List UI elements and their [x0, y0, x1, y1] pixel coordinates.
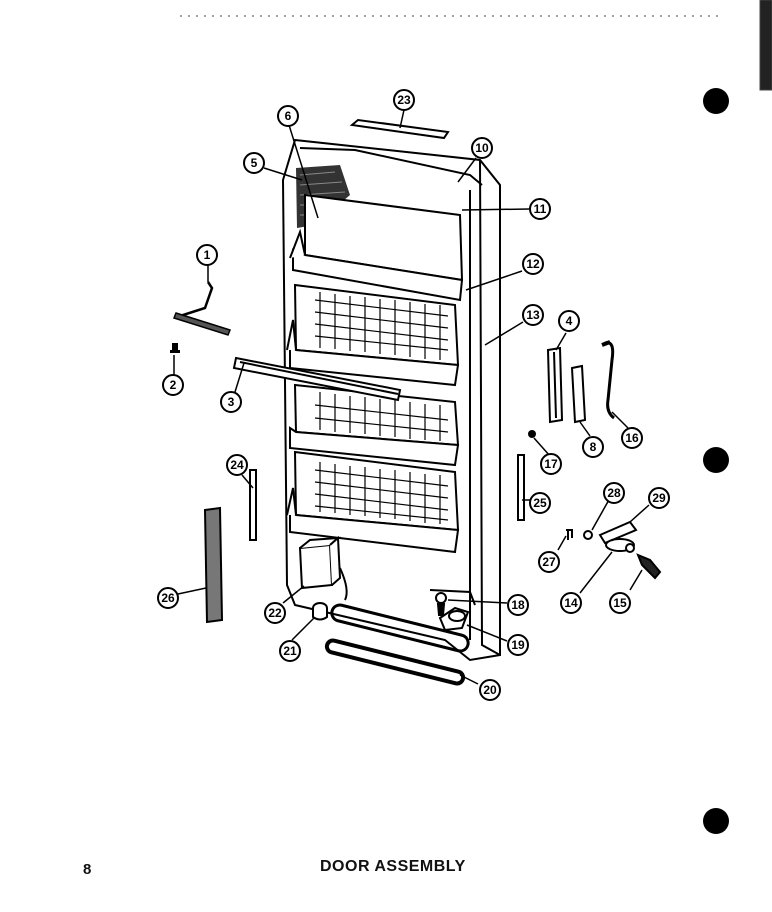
shelf-rod	[173, 281, 231, 336]
svg-text:22: 22	[268, 606, 282, 620]
svg-text:21: 21	[283, 644, 297, 658]
svg-text:29: 29	[652, 491, 666, 505]
svg-text:26: 26	[161, 591, 175, 605]
svg-text:12: 12	[526, 257, 540, 271]
svg-text:14: 14	[564, 596, 578, 610]
svg-text:4: 4	[566, 314, 573, 328]
svg-text:11: 11	[534, 202, 547, 216]
callout-20: 20	[479, 679, 501, 701]
binder-hole-bottom	[703, 808, 729, 834]
callout-25: 25	[529, 492, 551, 514]
hinge-hardware	[566, 520, 662, 580]
callout-27: 27	[538, 551, 560, 573]
foam-strip	[203, 506, 224, 624]
svg-text:8: 8	[590, 440, 597, 454]
binder-hole-middle	[703, 447, 729, 473]
callout-28: 28	[603, 482, 625, 504]
svg-text:6: 6	[285, 109, 292, 123]
svg-text:13: 13	[526, 308, 540, 322]
shelf-bar	[232, 356, 402, 402]
callout-29: 29	[648, 487, 670, 509]
svg-text:24: 24	[230, 458, 244, 472]
binder-hole-top	[703, 88, 729, 114]
callout-8: 8	[582, 436, 604, 458]
svg-text:17: 17	[544, 457, 558, 471]
svg-text:20: 20	[483, 683, 497, 697]
callout-22: 22	[264, 602, 286, 624]
svg-text:15: 15	[613, 596, 627, 610]
right-bracket	[517, 454, 525, 521]
callout-10: 10	[471, 137, 493, 159]
shelf-grid-1	[314, 292, 449, 360]
callout-11: 11	[529, 198, 551, 220]
svg-text:19: 19	[511, 638, 525, 652]
clip	[170, 343, 180, 353]
callout-1: 1	[196, 244, 218, 266]
door-foot	[312, 602, 328, 621]
shelf-grid-3	[314, 462, 449, 524]
callout-4: 4	[558, 310, 580, 332]
callout-14: 14	[560, 592, 582, 614]
callout-6: 6	[277, 105, 299, 127]
hinge-screw	[435, 592, 470, 632]
svg-text:3: 3	[228, 395, 235, 409]
callout-23: 23	[393, 89, 415, 111]
callout-2: 2	[162, 374, 184, 396]
callout-24: 24	[226, 454, 248, 476]
door-gaskets	[324, 603, 470, 686]
callout-19: 19	[507, 634, 529, 656]
leader-lines	[173, 109, 650, 685]
page-title: DOOR ASSEMBLY	[320, 858, 466, 875]
left-bracket	[249, 469, 257, 541]
callout-17: 17	[540, 453, 562, 475]
door-shelf-1	[286, 283, 460, 387]
shelf-grid-2	[314, 392, 449, 441]
svg-text:16: 16	[625, 431, 639, 445]
svg-text:1: 1	[204, 248, 211, 262]
callout-13: 13	[522, 304, 544, 326]
handle-parts	[546, 346, 587, 424]
svg-text:2: 2	[170, 378, 177, 392]
svg-text:5: 5	[251, 156, 258, 170]
callout-12: 12	[522, 253, 544, 275]
scan-edge	[180, 0, 772, 91]
svg-text:27: 27	[542, 555, 556, 569]
plug	[528, 430, 536, 438]
door-bottom-parts	[298, 535, 476, 606]
svg-text:25: 25	[533, 496, 547, 510]
door-shelf-top	[289, 193, 464, 302]
callout-5: 5	[243, 152, 265, 174]
door-handle	[601, 340, 615, 420]
callout-21: 21	[279, 640, 301, 662]
svg-text:23: 23	[397, 93, 411, 107]
door-shelf-3	[286, 450, 460, 554]
svg-text:10: 10	[475, 141, 489, 155]
callout-16: 16	[621, 427, 643, 449]
callout-15: 15	[609, 592, 631, 614]
page-number: 8	[83, 861, 92, 878]
door-shelf-2	[289, 383, 460, 467]
callout-26: 26	[157, 587, 179, 609]
svg-text:28: 28	[607, 486, 621, 500]
svg-text:18: 18	[511, 598, 525, 612]
top-cap-bar	[349, 118, 450, 140]
callout-3: 3	[220, 391, 242, 413]
callout-18: 18	[507, 594, 529, 616]
